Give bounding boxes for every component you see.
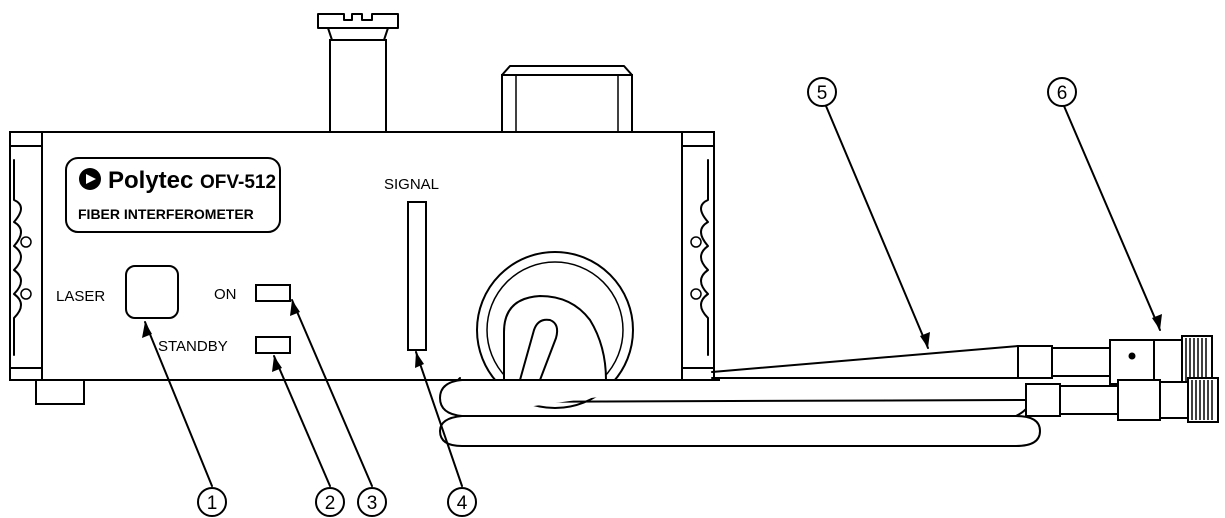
callout-5: 5 bbox=[807, 77, 837, 107]
svg-text:1: 1 bbox=[207, 493, 218, 514]
callout-3: 3 bbox=[357, 487, 387, 517]
brand-plate: Polytec OFV-512 FIBER INTERFEROMETER bbox=[65, 157, 281, 233]
svg-text:5: 5 bbox=[817, 83, 828, 104]
top-connector bbox=[501, 65, 633, 134]
callout-4: 4 bbox=[447, 487, 477, 517]
svg-text:6: 6 bbox=[1057, 83, 1068, 104]
callout-2: 2 bbox=[315, 487, 345, 517]
on-label: ON bbox=[214, 286, 237, 303]
svg-text:3: 3 bbox=[367, 493, 378, 514]
svg-text:2: 2 bbox=[325, 493, 336, 514]
fiber-port bbox=[476, 251, 634, 409]
on-indicator bbox=[255, 284, 291, 302]
right-bracket bbox=[681, 131, 715, 381]
callout-leaders bbox=[142, 105, 1162, 487]
housing-foot bbox=[35, 377, 85, 405]
laser-button[interactable] bbox=[125, 265, 179, 319]
svg-text:4: 4 bbox=[457, 493, 468, 514]
brand-subtitle: FIBER INTERFEROMETER bbox=[78, 206, 254, 222]
standby-indicator bbox=[255, 336, 291, 354]
laser-label: LASER bbox=[56, 288, 105, 305]
brand-name: Polytec bbox=[108, 167, 193, 194]
signal-bar bbox=[407, 201, 427, 351]
callout-1: 1 bbox=[197, 487, 227, 517]
upper-fiber-connector bbox=[1017, 335, 1213, 387]
top-knob bbox=[317, 13, 399, 134]
standby-label: STANDBY bbox=[158, 338, 228, 355]
fiber-cable bbox=[438, 345, 1042, 447]
callout-6: 6 bbox=[1047, 77, 1077, 107]
model-number: OFV-512 bbox=[200, 172, 276, 193]
lower-fiber-connector bbox=[1025, 377, 1219, 423]
left-bracket bbox=[9, 131, 43, 381]
signal-label: SIGNAL bbox=[384, 176, 439, 193]
